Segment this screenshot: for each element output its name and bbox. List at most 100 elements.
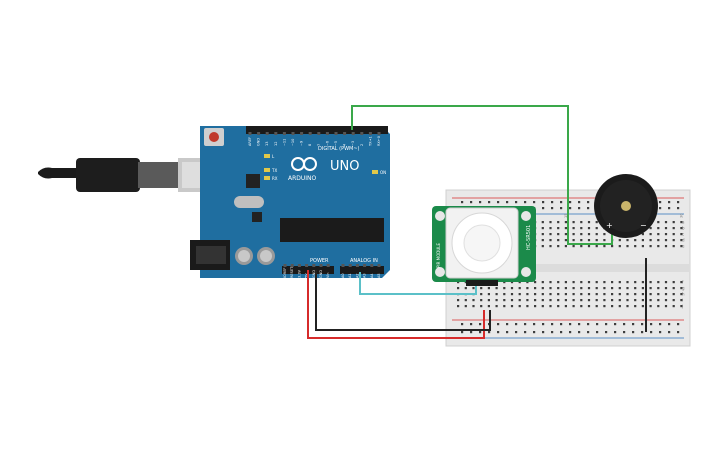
breadboard-hole[interactable] <box>503 293 506 296</box>
breadboard-hole[interactable] <box>534 305 537 308</box>
digital-pin[interactable] <box>282 132 286 135</box>
breadboard-hole[interactable] <box>657 239 660 242</box>
breadboard-hole[interactable] <box>495 299 498 302</box>
breadboard-hole[interactable] <box>641 239 644 242</box>
breadboard-hole[interactable] <box>541 305 544 308</box>
rail-hole[interactable] <box>614 323 617 326</box>
rail-hole[interactable] <box>551 201 554 204</box>
breadboard-hole[interactable] <box>564 281 567 284</box>
rail-hole[interactable] <box>578 207 581 210</box>
breadboard-hole[interactable] <box>518 293 521 296</box>
rail-hole[interactable] <box>479 323 482 326</box>
breadboard-hole[interactable] <box>480 305 483 308</box>
breadboard-hole[interactable] <box>664 299 668 302</box>
breadboard-hole[interactable] <box>634 305 637 308</box>
breadboard-hole[interactable] <box>549 239 552 242</box>
digital-pin[interactable] <box>300 132 304 135</box>
rail-hole[interactable] <box>506 323 509 326</box>
rail-hole[interactable] <box>578 331 581 334</box>
breadboard-hole[interactable] <box>572 227 575 230</box>
breadboard-hole[interactable] <box>534 281 537 284</box>
breadboard-hole[interactable] <box>657 287 660 290</box>
rail-hole[interactable] <box>524 201 527 204</box>
rail-hole[interactable] <box>641 323 644 326</box>
breadboard-hole[interactable] <box>603 305 606 308</box>
breadboard-hole[interactable] <box>472 305 475 308</box>
breadboard-hole[interactable] <box>634 245 637 248</box>
power-pin[interactable] <box>290 264 294 267</box>
power-pin[interactable] <box>326 264 330 267</box>
breadboard-hole[interactable] <box>595 281 598 284</box>
breadboard-hole[interactable] <box>457 305 460 308</box>
breadboard-hole[interactable] <box>572 239 575 242</box>
breadboard-hole[interactable] <box>580 299 583 302</box>
breadboard-hole[interactable] <box>495 305 498 308</box>
breadboard-hole[interactable] <box>572 233 575 236</box>
breadboard-hole[interactable] <box>595 299 598 302</box>
breadboard-hole[interactable] <box>680 239 683 242</box>
breadboard-hole[interactable] <box>549 221 552 224</box>
rail-hole[interactable] <box>668 207 671 210</box>
breadboard-hole[interactable] <box>587 287 591 290</box>
breadboard-hole[interactable] <box>618 281 621 284</box>
rail-hole[interactable] <box>533 201 536 204</box>
breadboard-hole[interactable] <box>680 299 683 302</box>
breadboard-hole[interactable] <box>572 221 575 224</box>
breadboard-hole[interactable] <box>564 233 567 236</box>
breadboard-hole[interactable] <box>534 299 537 302</box>
breadboard-hole[interactable] <box>526 305 529 308</box>
breadboard-hole[interactable] <box>657 293 660 296</box>
rail-hole[interactable] <box>668 331 671 334</box>
rail-hole[interactable] <box>497 331 500 334</box>
breadboard-hole[interactable] <box>618 239 621 242</box>
breadboard-hole[interactable] <box>580 233 583 236</box>
breadboard-hole[interactable] <box>587 305 591 308</box>
rail-hole[interactable] <box>524 323 527 326</box>
cyan-wire[interactable] <box>359 272 477 295</box>
rail-hole[interactable] <box>560 207 563 210</box>
arduino-uno-board[interactable]: UNO ARDUINO DIGITAL (PWM~) POWER ANALOG … <box>190 126 390 278</box>
rail-hole[interactable] <box>470 323 473 326</box>
rail-hole[interactable] <box>677 201 680 204</box>
rail-hole[interactable] <box>551 331 554 334</box>
breadboard-hole[interactable] <box>510 287 514 290</box>
analog-pin[interactable] <box>348 264 352 267</box>
rail-hole[interactable] <box>560 323 563 326</box>
rail-hole[interactable] <box>677 331 680 334</box>
breadboard-hole[interactable] <box>680 221 683 224</box>
breadboard-hole[interactable] <box>611 293 614 296</box>
breadboard-hole[interactable] <box>472 287 475 290</box>
power-pin[interactable] <box>319 264 323 267</box>
analog-pin[interactable] <box>370 264 374 267</box>
breadboard-hole[interactable] <box>657 227 660 230</box>
rail-hole[interactable] <box>497 323 500 326</box>
piezo-buzzer[interactable]: + − <box>594 174 658 238</box>
rail-hole[interactable] <box>479 331 482 334</box>
breadboard-hole[interactable] <box>518 305 521 308</box>
breadboard-hole[interactable] <box>657 281 660 284</box>
rail-hole[interactable] <box>578 201 581 204</box>
breadboard-hole[interactable] <box>595 305 598 308</box>
breadboard-hole[interactable] <box>595 293 598 296</box>
rail-hole[interactable] <box>668 201 671 204</box>
rail-hole[interactable] <box>542 323 545 326</box>
power-pin[interactable] <box>305 264 309 267</box>
breadboard-hole[interactable] <box>664 227 668 230</box>
breadboard-hole[interactable] <box>580 227 583 230</box>
power-pin[interactable] <box>283 264 287 267</box>
breadboard-hole[interactable] <box>564 239 567 242</box>
breadboard-hole[interactable] <box>603 245 606 248</box>
breadboard-hole[interactable] <box>618 287 621 290</box>
rail-hole[interactable] <box>506 331 509 334</box>
breadboard-hole[interactable] <box>641 305 644 308</box>
rail-hole[interactable] <box>614 331 617 334</box>
breadboard-hole[interactable] <box>572 287 575 290</box>
breadboard-hole[interactable] <box>664 293 668 296</box>
breadboard-hole[interactable] <box>649 287 652 290</box>
rail-hole[interactable] <box>677 323 680 326</box>
rail-hole[interactable] <box>470 331 473 334</box>
rail-hole[interactable] <box>551 207 554 210</box>
breadboard-hole[interactable] <box>480 293 483 296</box>
breadboard-hole[interactable] <box>557 299 560 302</box>
rail-hole[interactable] <box>587 331 590 334</box>
